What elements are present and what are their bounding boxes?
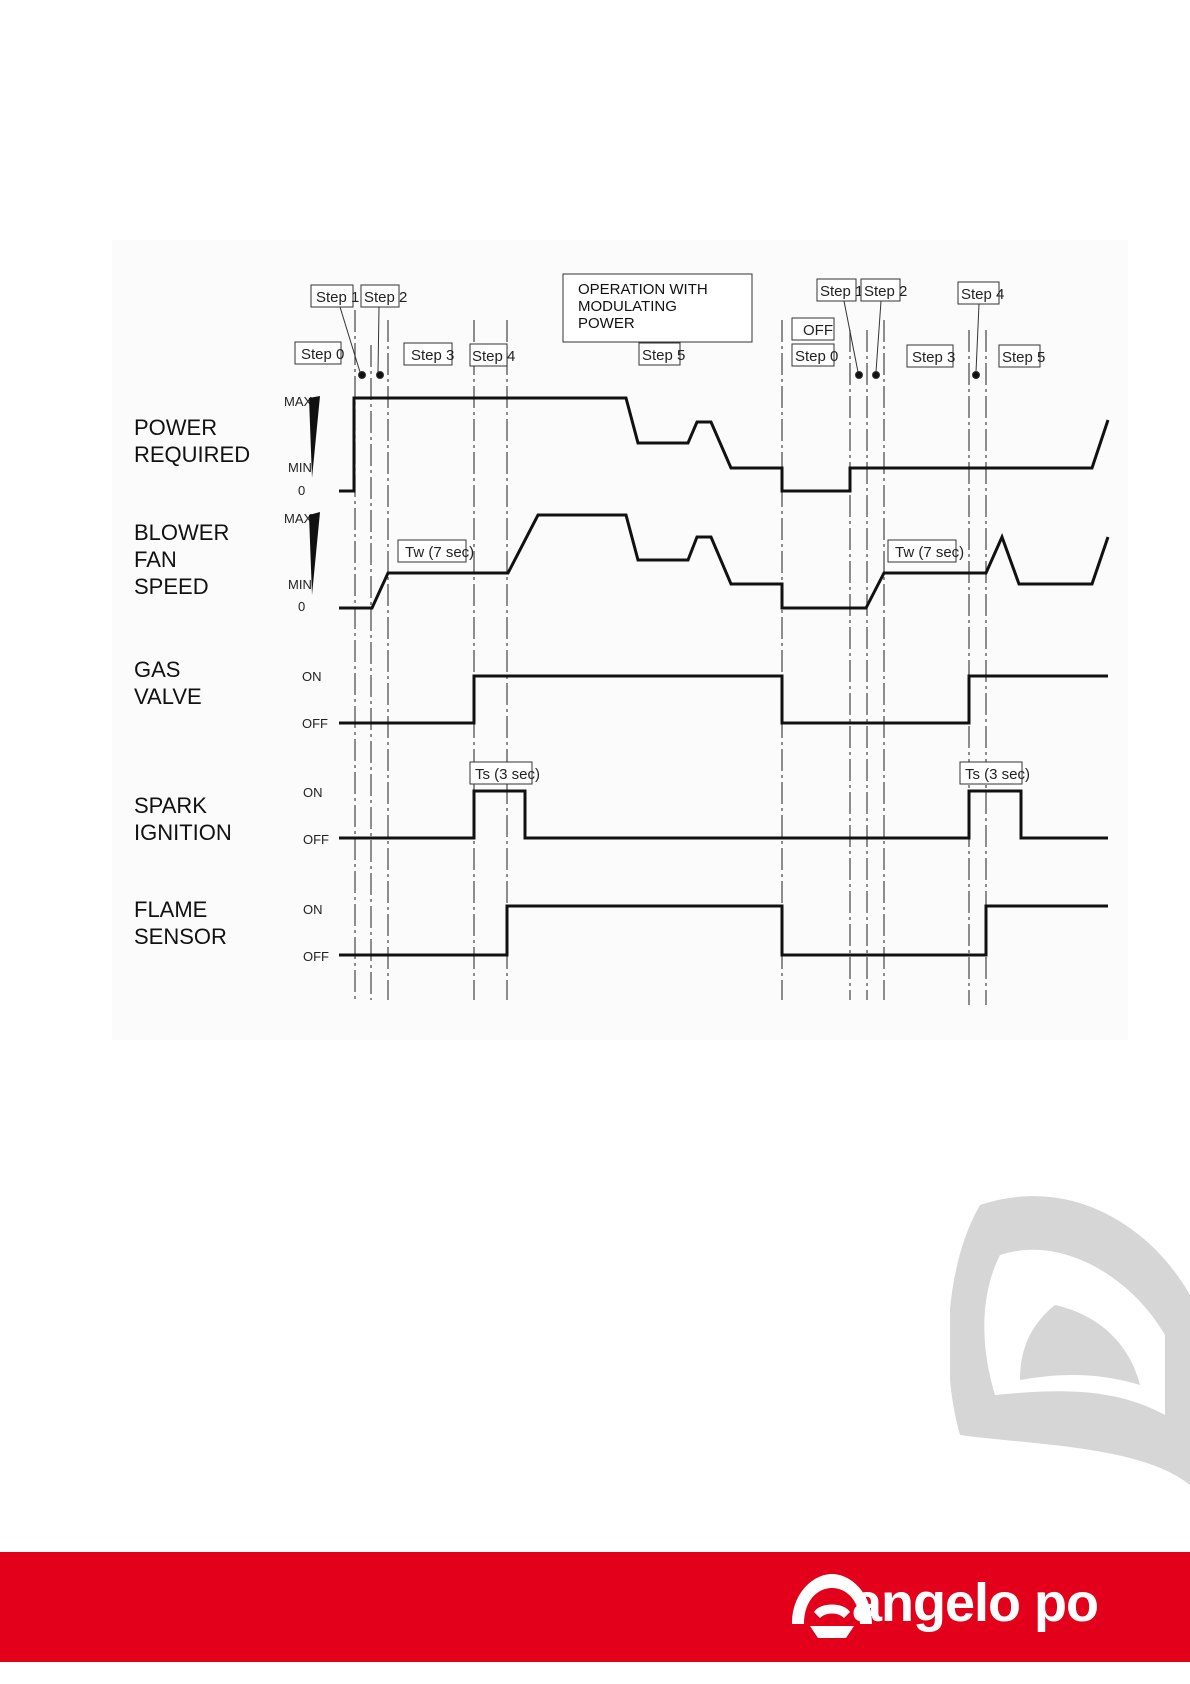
- spark-off-label: OFF: [303, 832, 329, 847]
- operation-note-line-3: POWER: [578, 315, 635, 332]
- operation-note: OPERATION WITH MODULATING POWER: [563, 274, 752, 342]
- gas-valve-trace: [339, 676, 1108, 723]
- step-5-tag: Step 5: [642, 347, 685, 364]
- fan-zero-label: 0: [298, 599, 305, 614]
- step-2-tag-second: Step 2: [864, 283, 907, 300]
- scale-labels: MAX MIN 0 MAX MIN 0 ON OFF ON OFF ON OFF: [284, 394, 329, 964]
- step-1-tag: Step 1: [316, 289, 359, 306]
- power-max-label: MAX: [284, 394, 313, 409]
- step-2-tag: Step 2: [364, 289, 407, 306]
- step-4-tag-second: Step 4: [961, 286, 1004, 303]
- step-0-tag: Step 0: [301, 346, 344, 363]
- flame-on-label: ON: [303, 902, 323, 917]
- flame-sensor-trace: [339, 906, 1108, 955]
- ts-tag-second: Ts (3 sec): [965, 766, 1030, 783]
- step-0-tag-second: Step 0: [795, 348, 838, 365]
- brand-name: angelo po: [852, 1572, 1098, 1634]
- step-4-tag: Step 4: [472, 348, 515, 365]
- step-3-tag-second: Step 3: [912, 349, 955, 366]
- fan-min-label: MIN: [288, 577, 312, 592]
- step-3-tag: Step 3: [411, 347, 454, 364]
- timer-tags: Tw (7 sec) Tw (7 sec) Ts (3 sec) Ts (3 s…: [398, 540, 1030, 784]
- power-zero-label: 0: [298, 483, 305, 498]
- fan-max-label: MAX: [284, 511, 313, 526]
- timing-diagram: Step 1 Step 2 Step 0 Step 3 Step 4 Step …: [0, 0, 1190, 1100]
- time-guides: [355, 310, 986, 1005]
- off-tag: OFF: [803, 322, 833, 339]
- gas-on-label: ON: [302, 669, 322, 684]
- spark-on-label: ON: [303, 785, 323, 800]
- signal-traces: [339, 398, 1108, 955]
- operation-note-line-1: OPERATION WITH: [578, 281, 708, 298]
- operation-note-line-2: MODULATING: [578, 298, 677, 315]
- flame-off-label: OFF: [303, 949, 329, 964]
- tw-tag: Tw (7 sec): [405, 544, 474, 561]
- brand-watermark-icon: [950, 1185, 1190, 1485]
- power-min-label: MIN: [288, 460, 312, 475]
- ts-tag: Ts (3 sec): [475, 766, 540, 783]
- spark-ignition-trace: [339, 791, 1108, 838]
- power-required-trace: [339, 398, 1108, 491]
- step-5-tag-second: Step 5: [1002, 349, 1045, 366]
- tw-tag-second: Tw (7 sec): [895, 544, 964, 561]
- step-1-tag-second: Step 1: [820, 283, 863, 300]
- gas-off-label: OFF: [302, 716, 328, 731]
